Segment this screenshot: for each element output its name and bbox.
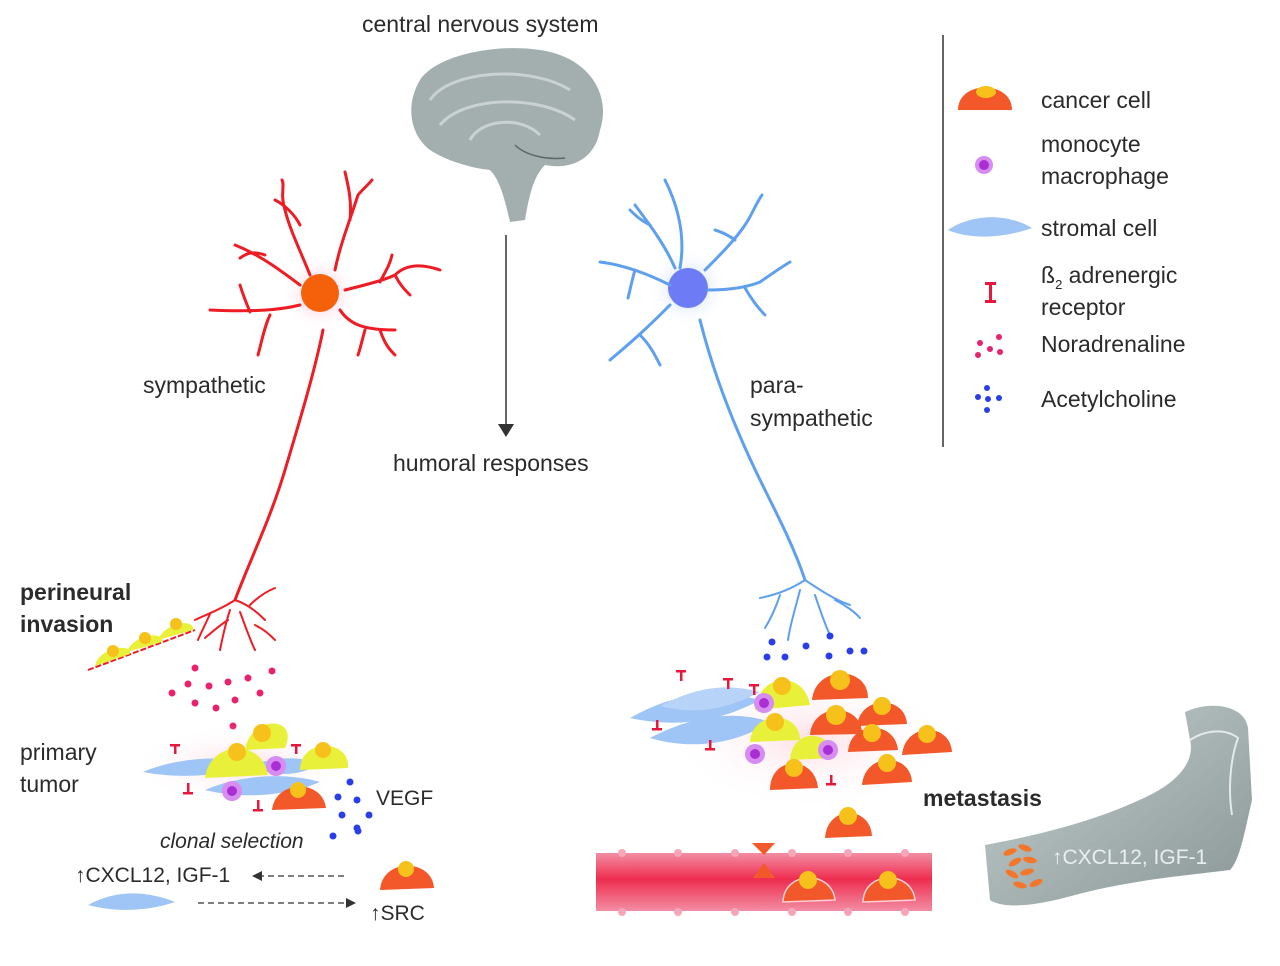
perineural-label-line1: perineural	[20, 579, 132, 605]
legend-receptor-line2: receptor	[1041, 294, 1126, 320]
primary-tumor-label-line2: tumor	[20, 771, 79, 797]
humoral-responses-label: humoral responses	[393, 450, 589, 476]
legend-receptor-line1: ß2 adrenergic	[1041, 262, 1178, 292]
clonal-selection-label: clonal selection	[160, 830, 304, 853]
brain-icon	[411, 48, 604, 222]
parasympathetic-label-line2: sympathetic	[750, 405, 873, 431]
blood-vessel	[596, 843, 932, 916]
sympathetic-neuron	[194, 170, 442, 651]
legend-acetylcholine: Acetylcholine	[1041, 386, 1177, 412]
vegf-label: VEGF	[376, 787, 434, 810]
parasympathetic-neuron	[598, 178, 861, 641]
perineural-invasion-cells	[87, 618, 196, 671]
src-label: ↑SRC	[370, 902, 425, 925]
up-arrow-icon: ↑	[75, 864, 86, 887]
monocyte-macrophage-icon	[975, 156, 993, 174]
legend-monocyte-line1: monocyte	[1041, 131, 1141, 157]
acetylcholine-dots	[763, 632, 868, 661]
noradrenaline-icon	[975, 334, 1003, 358]
noradrenaline-dots	[168, 664, 276, 730]
legend-monocyte-line2: macrophage	[1041, 163, 1169, 189]
vegf-dots	[329, 778, 373, 840]
primary-tumor	[130, 723, 350, 812]
metastatic-tumor	[630, 670, 952, 838]
cancer-cell-icon	[958, 86, 1012, 110]
parasympathetic-label-line1: para-	[750, 372, 804, 398]
cns-title: central nervous system	[362, 11, 599, 37]
legend-noradrenaline: Noradrenaline	[1041, 331, 1186, 357]
metastasis-label: metastasis	[923, 785, 1042, 811]
legend-stromal-cell: stromal cell	[1041, 215, 1158, 241]
beta2-receptor-icon	[985, 282, 996, 303]
stromal-cell-icon	[948, 217, 1032, 237]
cxcl12-igf1-label: ↑CXCL12, IGF-1	[75, 864, 231, 887]
primary-tumor-label-line1: primary	[20, 739, 97, 765]
bottom-left-cells	[88, 861, 434, 910]
bone-cxcl12-igf1-label: ↑CXCL12, IGF-1	[1052, 846, 1208, 869]
acetylcholine-icon	[975, 385, 1002, 413]
humoral-arrow	[498, 235, 514, 437]
sympathetic-label: sympathetic	[143, 372, 266, 398]
bone-icon	[985, 705, 1252, 906]
legend-cancer-cell: cancer cell	[1041, 87, 1151, 113]
up-arrow-icon: ↑	[1052, 846, 1063, 869]
perineural-label-line2: invasion	[20, 611, 114, 637]
up-arrow-icon: ↑	[370, 902, 381, 925]
